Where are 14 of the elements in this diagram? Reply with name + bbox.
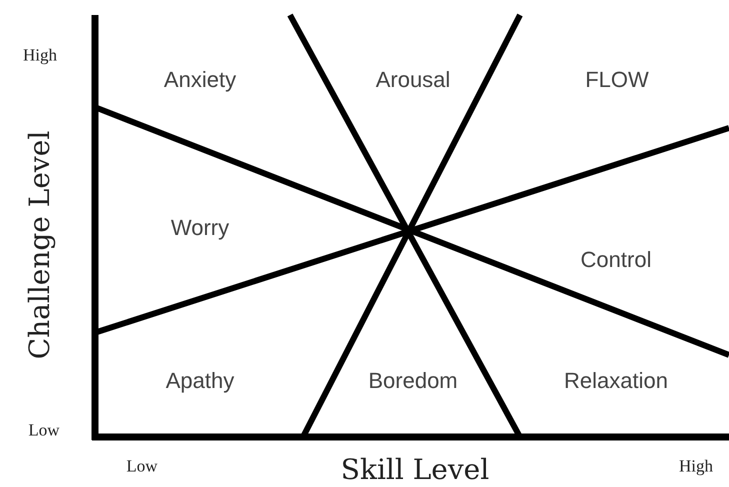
region-label: Anxiety bbox=[164, 69, 236, 91]
axis-tick-label: Low bbox=[126, 458, 158, 474]
axis-tick-label: High bbox=[679, 458, 713, 474]
region-label: Boredom bbox=[368, 370, 458, 392]
axis-title: Skill Level bbox=[340, 456, 490, 484]
region-label: Relaxation bbox=[564, 370, 668, 392]
axis-title: Challenge Level bbox=[26, 130, 54, 360]
region-label: Control bbox=[580, 249, 652, 271]
axis-tick-label: Low bbox=[28, 422, 60, 438]
region-label: Arousal bbox=[376, 69, 450, 91]
axis-tick-label: High bbox=[23, 46, 57, 64]
region-label: Worry bbox=[170, 217, 230, 239]
region-label: FLOW bbox=[585, 69, 649, 91]
region-label: Apathy bbox=[166, 370, 234, 392]
